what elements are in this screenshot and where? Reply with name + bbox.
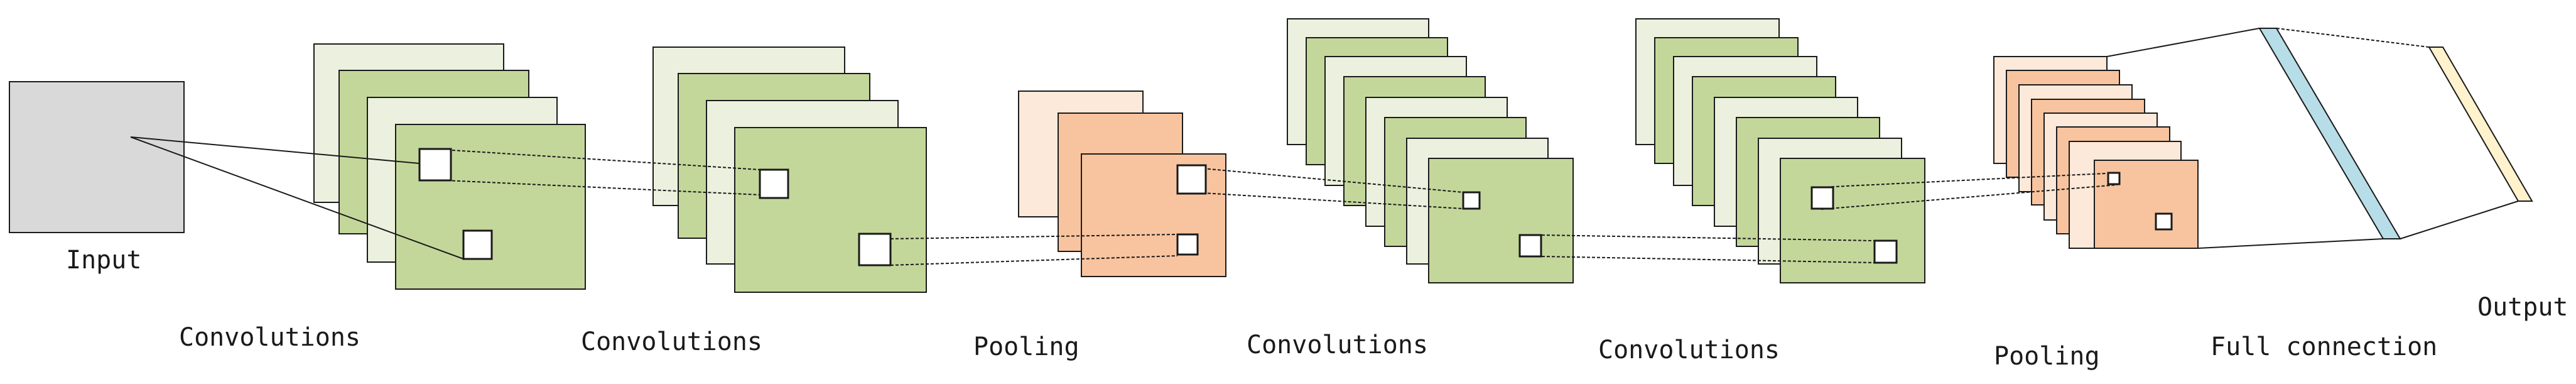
conn-conv4-pool2-bottom <box>1821 184 2118 210</box>
input-layer <box>9 81 185 233</box>
conn-conv2-pool1-bottom <box>890 255 1178 266</box>
label-output: Output <box>2477 293 2568 322</box>
kernel-pool1-bottom <box>1176 233 1199 256</box>
kernel-conv4-bottom <box>1873 239 1898 264</box>
conn-pool2-fc-bottom <box>2197 238 2384 249</box>
stage-labels: Input Convolutions Convolutions Pooling … <box>66 246 2568 371</box>
conn-conv2-pool1-top <box>890 234 1178 239</box>
fc-layers <box>2258 28 2533 239</box>
conn-conv1-conv2-bottom <box>431 179 760 195</box>
conn-pool2-fc-top <box>2106 28 2260 57</box>
conn-fc-output-top <box>2276 28 2430 48</box>
kernel-conv3-bottom <box>1518 234 1542 258</box>
label-conv2: Convolutions <box>581 327 762 356</box>
kernel-squares <box>418 148 2173 266</box>
kernel-conv1-bottom <box>462 229 493 260</box>
conn-conv3-conv4-bottom <box>1541 256 1875 263</box>
conn-input-conv1-top <box>130 136 420 164</box>
kernel-conv4-top <box>1810 186 1834 210</box>
label-conv1: Convolutions <box>179 323 360 352</box>
conv1-stack <box>313 43 586 290</box>
conn-conv1-conv2-top <box>431 148 760 170</box>
label-conv4: Convolutions <box>1598 336 1780 365</box>
label-pool2: Pooling <box>1994 342 2100 371</box>
conv3-map-8 <box>1428 158 1574 283</box>
connection-lines <box>130 28 2519 266</box>
conn-fc-output-bottom <box>2400 200 2519 239</box>
conv2-map-4 <box>734 127 927 293</box>
pool2-stack <box>1993 56 2199 249</box>
kernel-conv3-top <box>1462 191 1481 210</box>
kernel-pool2-top <box>2107 172 2121 185</box>
fc-bar <box>2258 28 2401 239</box>
label-pool1: Pooling <box>973 332 1080 361</box>
conv4-stack <box>1635 18 1925 283</box>
conn-pool1-conv3-bottom <box>1202 192 1464 209</box>
kernel-conv2-bottom <box>858 233 892 266</box>
label-full-connection: Full connection <box>2211 332 2437 361</box>
conn-pool1-conv3-top <box>1202 168 1464 193</box>
conn-conv4-pool2-top <box>1821 172 2118 188</box>
label-input: Input <box>66 246 141 275</box>
kernel-conv2-top <box>759 168 789 199</box>
kernel-pool2-bottom <box>2155 212 2173 231</box>
conn-input-conv1-bottom <box>130 136 464 260</box>
conv3-stack <box>1287 18 1574 283</box>
kernel-conv1-top <box>418 148 452 182</box>
output-bar <box>2428 47 2533 202</box>
conn-conv3-conv4-top <box>1541 234 1875 241</box>
input-map <box>9 81 185 233</box>
conv4-map-8 <box>1780 158 1925 283</box>
kernel-pool1-top <box>1176 164 1207 195</box>
label-conv3: Convolutions <box>1247 331 1428 359</box>
